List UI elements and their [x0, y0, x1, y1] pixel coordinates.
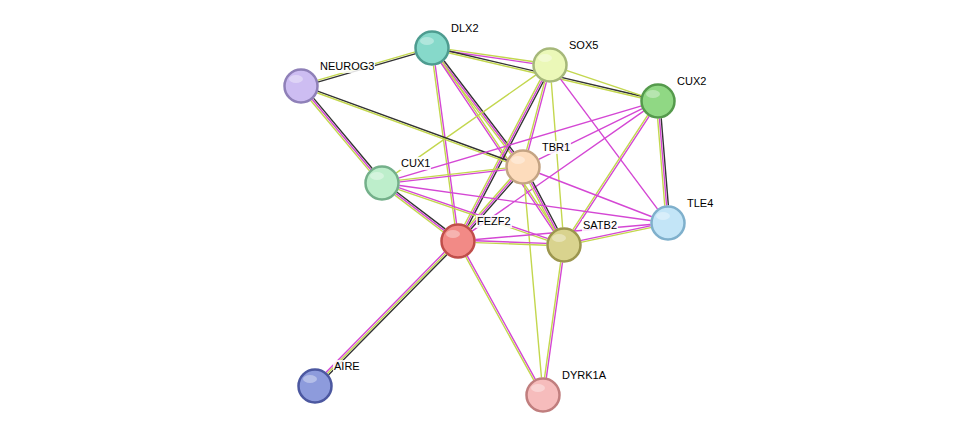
protein-node: DLX2	[414, 30, 450, 66]
interaction-edge	[469, 179, 513, 228]
interaction-edge	[525, 185, 542, 377]
node-circle	[440, 223, 476, 259]
protein-node: NEUROG3	[283, 68, 319, 104]
interaction-edge	[466, 256, 535, 379]
protein-node: SATB2	[546, 227, 582, 263]
interaction-edge	[400, 185, 650, 220]
node-circle	[414, 30, 450, 66]
protein-node: SOX5	[532, 47, 568, 83]
protein-node: AIRE	[297, 368, 333, 404]
node-label: TLE4	[686, 197, 714, 210]
node-circle	[525, 377, 561, 413]
node-circle	[546, 227, 582, 263]
node-circle	[532, 47, 568, 83]
node-circle	[283, 68, 319, 104]
node-label: DLX2	[450, 22, 480, 35]
node-circle	[650, 205, 686, 241]
node-label: CUX2	[676, 75, 707, 88]
interaction-edge	[567, 71, 641, 96]
protein-node: CUX1	[364, 165, 400, 201]
protein-node: DYRK1A	[525, 377, 561, 413]
node-circle	[297, 368, 333, 404]
node-label: SOX5	[568, 39, 599, 52]
interaction-edge	[400, 168, 505, 182]
protein-node: FEZF2	[440, 223, 476, 259]
interaction-edge	[318, 52, 415, 82]
node-label: SATB2	[582, 219, 618, 232]
node-circle	[640, 83, 676, 119]
interaction-edge	[545, 263, 563, 378]
node-circle	[505, 149, 541, 185]
interaction-edge	[318, 91, 507, 161]
protein-node: CUX2	[640, 83, 676, 119]
interaction-edge	[476, 241, 546, 245]
node-label: CUX1	[400, 157, 431, 170]
interaction-edge	[540, 173, 651, 216]
interaction-edge	[573, 116, 649, 231]
node-label: TBR1	[541, 141, 571, 154]
interaction-edge	[326, 253, 446, 375]
node-circle	[364, 165, 400, 201]
interaction-edge	[658, 119, 669, 205]
interaction-edge	[395, 192, 445, 231]
node-label: NEUROG3	[319, 60, 375, 73]
protein-node: TBR1	[505, 149, 541, 185]
node-label: FEZF2	[476, 215, 512, 228]
node-label: DYRK1A	[561, 369, 607, 382]
node-label: AIRE	[333, 360, 361, 373]
interaction-edge	[551, 83, 562, 227]
protein-node: TLE4	[650, 205, 686, 241]
